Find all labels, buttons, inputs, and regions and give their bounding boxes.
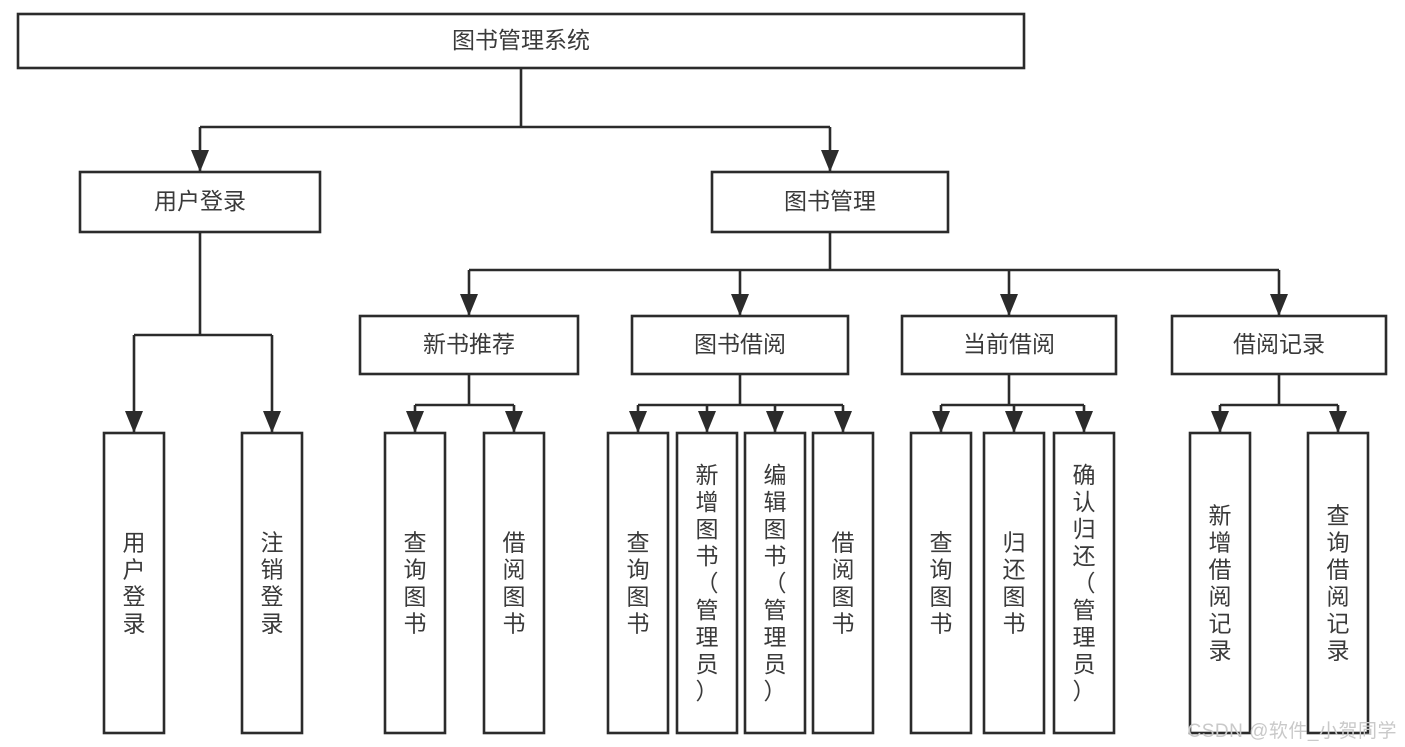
node-label: 借阅记录	[1233, 331, 1325, 357]
node-current-borrow[interactable]: 当前借阅	[900, 314, 1118, 376]
node-label: 借阅图书	[832, 530, 855, 637]
node-label: 确认归还（管理员）	[1073, 462, 1096, 704]
node-root[interactable]: 图书管理系统	[16, 12, 1026, 70]
node-box	[102, 431, 166, 735]
node-box	[909, 431, 973, 735]
node-user-login[interactable]: 用户登录	[78, 170, 322, 234]
node-box	[1306, 431, 1370, 735]
node-box	[1052, 431, 1116, 735]
node-leaf-add-book[interactable]: 新增图书（管理员）	[675, 431, 739, 735]
node-label: 当前借阅	[963, 331, 1055, 357]
edge-group-borrow-record	[1211, 374, 1347, 433]
node-leaf-user-logout[interactable]: 注销登录	[240, 431, 304, 735]
node-book-borrow[interactable]: 图书借阅	[630, 314, 850, 376]
arrow-head-icon	[698, 411, 716, 433]
node-box	[358, 314, 580, 376]
node-leaf-borrow-book-1[interactable]: 借阅图书	[482, 431, 546, 735]
node-box	[383, 431, 447, 735]
arrow-head-icon	[1000, 294, 1018, 316]
node-leaf-borrow-book-2[interactable]: 借阅图书	[811, 431, 875, 735]
arrow-head-icon	[629, 411, 647, 433]
node-box	[16, 12, 1026, 70]
node-box	[630, 314, 850, 376]
edge-group-current-borrow	[932, 374, 1093, 433]
node-leaf-query-record[interactable]: 查询借阅记录	[1306, 431, 1370, 735]
arrow-head-icon	[505, 411, 523, 433]
arrow-head-icon	[731, 294, 749, 316]
node-box	[811, 431, 875, 735]
node-leaf-add-record[interactable]: 新增借阅记录	[1188, 431, 1252, 735]
arrow-head-icon	[406, 411, 424, 433]
node-box	[675, 431, 739, 735]
node-box	[900, 314, 1118, 376]
node-label: 归还图书	[1003, 530, 1026, 637]
node-label: 用户登录	[123, 530, 146, 637]
edge-group-new-book-rec	[406, 374, 523, 433]
node-label: 查询图书	[404, 530, 427, 637]
node-label: 借阅图书	[503, 530, 526, 637]
node-box	[78, 170, 322, 234]
arrow-head-icon	[191, 150, 209, 172]
node-borrow-record[interactable]: 借阅记录	[1170, 314, 1388, 376]
arrow-head-icon	[766, 411, 784, 433]
node-leaf-query-book-1[interactable]: 查询图书	[383, 431, 447, 735]
node-box	[482, 431, 546, 735]
node-label: 新书推荐	[423, 331, 515, 357]
node-box	[982, 431, 1046, 735]
node-label: 图书管理系统	[452, 27, 590, 53]
arrow-head-icon	[1270, 294, 1288, 316]
node-layer: 图书管理系统用户登录图书管理新书推荐图书借阅当前借阅借阅记录用户登录注销登录查询…	[16, 12, 1388, 735]
edge-group-user-login	[125, 232, 281, 433]
node-box	[743, 431, 807, 735]
node-label: 注销登录	[261, 530, 284, 637]
node-box	[1188, 431, 1252, 735]
node-label: 编辑图书（管理员）	[764, 462, 787, 704]
node-leaf-query-book-3[interactable]: 查询图书	[909, 431, 973, 735]
node-leaf-query-book-2[interactable]: 查询图书	[606, 431, 670, 735]
node-box	[240, 431, 304, 735]
edge-group-book-borrow	[629, 374, 852, 433]
node-leaf-return-book[interactable]: 归还图书	[982, 431, 1046, 735]
arrow-head-icon	[263, 411, 281, 433]
node-label: 用户登录	[154, 188, 246, 214]
edge-group-root	[191, 68, 839, 172]
node-leaf-user-login[interactable]: 用户登录	[102, 431, 166, 735]
arrow-head-icon	[1211, 411, 1229, 433]
node-label: 图书管理	[784, 188, 876, 214]
node-label: 新增图书（管理员）	[696, 462, 719, 704]
node-box	[1170, 314, 1388, 376]
node-box	[606, 431, 670, 735]
node-leaf-edit-book[interactable]: 编辑图书（管理员）	[743, 431, 807, 735]
edge-layer	[125, 68, 1347, 433]
node-label: 新增借阅记录	[1209, 503, 1232, 664]
node-label: 图书借阅	[694, 331, 786, 357]
node-label: 查询图书	[627, 530, 650, 637]
edge-group-book-manage	[460, 232, 1288, 316]
node-leaf-confirm-return[interactable]: 确认归还（管理员）	[1052, 431, 1116, 735]
node-box	[710, 170, 950, 234]
node-label: 查询借阅记录	[1327, 503, 1350, 664]
node-book-manage[interactable]: 图书管理	[710, 170, 950, 234]
node-label: 查询图书	[930, 530, 953, 637]
arrow-head-icon	[460, 294, 478, 316]
arrow-head-icon	[1005, 411, 1023, 433]
node-new-book-rec[interactable]: 新书推荐	[358, 314, 580, 376]
arrow-head-icon	[932, 411, 950, 433]
arrow-head-icon	[1329, 411, 1347, 433]
arrow-head-icon	[125, 411, 143, 433]
arrow-head-icon	[821, 150, 839, 172]
arrow-head-icon	[834, 411, 852, 433]
watermark-label: CSDN @软件_小贺同学	[1187, 721, 1397, 742]
arrow-head-icon	[1075, 411, 1093, 433]
